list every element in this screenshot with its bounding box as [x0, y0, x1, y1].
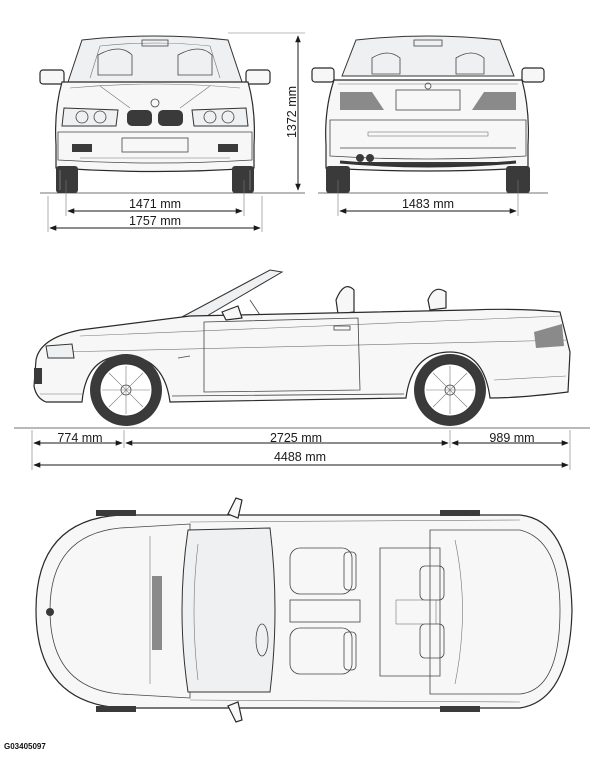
height-label: 1372 mm: [285, 86, 299, 138]
rear-left-tyre: [326, 166, 350, 193]
front-windshield: [67, 35, 243, 83]
rear-windshield-frame: [341, 35, 515, 77]
rear-view: 1483 mm: [311, 35, 548, 216]
front-track-label: 1471 mm: [129, 197, 181, 211]
rear-overhang-label: 989 mm: [489, 431, 534, 445]
front-right-tyre: [232, 166, 254, 193]
side-view: 774 mm 2725 mm 989 mm 4488 mm: [14, 269, 590, 470]
top-front-left-seat: [289, 547, 353, 595]
front-left-tyre: [56, 166, 78, 193]
rear-right-mirror: [521, 67, 545, 83]
overall-length-label: 4488 mm: [274, 450, 326, 464]
front-left-mirror: [39, 69, 65, 85]
figure-reference-code: G03405097: [4, 742, 46, 751]
rear-left-mirror: [311, 67, 335, 83]
top-rear-seat: [379, 547, 441, 677]
rear-right-tyre: [506, 166, 530, 193]
rear-track-label: 1483 mm: [402, 197, 454, 211]
top-windshield: [181, 527, 276, 693]
front-right-mirror: [245, 69, 271, 85]
top-front-right-seat: [289, 627, 353, 675]
overall-width-label: 1757 mm: [129, 214, 181, 228]
front-view: 1372 mm 1471 mm 1757 mm: [39, 32, 305, 232]
wheelbase-label: 2725 mm: [270, 431, 322, 445]
front-overhang-label: 774 mm: [57, 431, 102, 445]
top-view: [35, 497, 573, 723]
